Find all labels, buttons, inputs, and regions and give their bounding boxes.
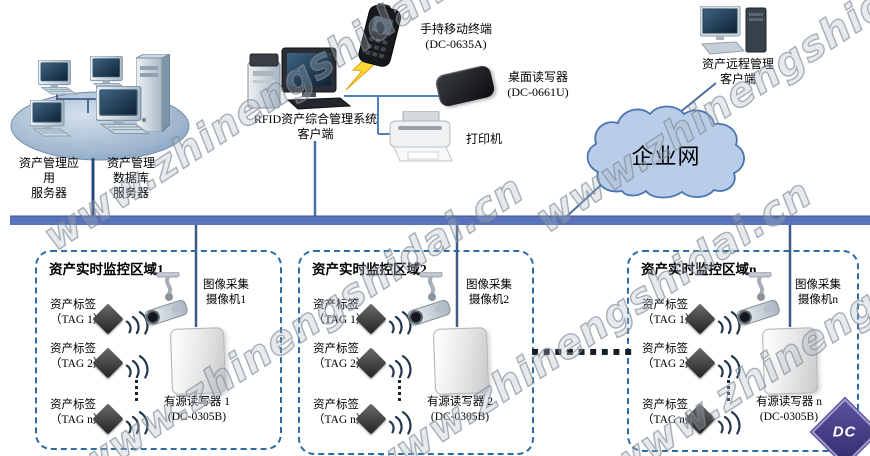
tag-row: 资产标签 （TAG 1） [629, 296, 857, 340]
desktop-reader-label: 桌面读写器 (DC-0661U) [507, 70, 569, 99]
dc-logo: DC [811, 398, 870, 456]
active-reader-label: 有源读写器 2 (DC-0305B) [426, 396, 494, 423]
handheld-label: 手持移动终端 (DC-0635A) [419, 22, 492, 51]
zone-monitor-area-1: 资产实时监控区域1 资产标签 （TAG 1） 资产标签 （TAG 2） 资产标签… [35, 250, 282, 450]
cloud-bus-link [565, 184, 602, 218]
radio-waves-icon [124, 353, 151, 383]
tag-row: 资产标签 （TAG 2） [629, 340, 857, 384]
zone-monitor-area-2: 资产实时监控区域2 资产标签 （TAG 1） 资产标签 （TAG 2） 资产标签… [298, 250, 534, 455]
radio-waves-icon [387, 353, 414, 383]
cctv-camera-icon [735, 272, 783, 328]
ellipsis-vertical [135, 380, 138, 404]
lan-links [56, 92, 120, 113]
tag-row: 资产标签 （TAG n） [629, 396, 857, 440]
zone-monitor-area-n: 资产实时监控区域n 资产标签 （TAG 1） 资产标签 （TAG 2） 资产标签… [627, 250, 859, 452]
cctv-camera-icon [406, 272, 454, 328]
active-reader-icon [432, 327, 490, 395]
dc-logo-diamond: DC [811, 398, 870, 456]
active-reader-label: 有源读写器 n (DC-0305B) [755, 396, 823, 423]
tag-row: 资产标签 （TAG 1） [300, 296, 532, 340]
camera-label: 图像采集 摄像机1 [203, 279, 249, 306]
active-reader-icon [761, 327, 819, 395]
client-label: RFID资产综合管理系统 客户端 [253, 112, 378, 141]
server-pc-icon [38, 60, 77, 95]
ellipsis-vertical [727, 380, 730, 404]
cctv-camera-icon [143, 272, 191, 328]
zone-title: 资产实时监控区域1 [49, 262, 164, 277]
camera-label: 图像采集 摄像机2 [466, 279, 512, 306]
tag-row: 资产标签 （TAG 2） [300, 340, 532, 384]
active-reader-icon [169, 327, 227, 395]
zone-separator-dots: ▪▪▪▪▪▪▪▪▪ [531, 344, 636, 358]
asset-tag-label: 资产标签 （TAG 2） [642, 343, 696, 370]
cloud-label: 企业网 [631, 144, 701, 169]
client-workstation-icon [247, 47, 351, 110]
asset-tag-label: 资产标签 （TAG 1） [313, 299, 367, 326]
enterprise-cloud [586, 105, 745, 199]
tag-row: 资产标签 （TAG 1） [37, 296, 280, 340]
network-bus [10, 216, 870, 225]
printer-label: 打印机 [465, 132, 502, 146]
zone-title: 资产实时监控区域2 [312, 262, 427, 277]
remote-client-label: 资产远程管理 客户端 [701, 57, 774, 86]
zone-bus-links [194, 225, 792, 327]
asset-tag-label: 资产标签 （TAG 2） [313, 343, 367, 370]
dc-logo-text: DC [833, 423, 857, 441]
server-pc-icon [96, 86, 150, 135]
tag-row: 资产标签 （TAG n） [37, 396, 280, 440]
ellipsis-vertical [398, 380, 401, 404]
tag-row: 资产标签 （TAG n） [300, 396, 532, 440]
remote-client-icon [700, 6, 767, 55]
active-reader-label: 有源读写器 1 (DC-0305B) [163, 396, 231, 423]
camera-label: 图像采集 摄像机n [795, 279, 841, 306]
db-server-label: 资产管理 数据库 服务器 [106, 156, 155, 200]
server-pc-icon [30, 100, 71, 137]
tag-row: 资产标签 （TAG 2） [37, 340, 280, 384]
app-server-label: 资产管理应 用 服务器 [18, 156, 79, 200]
radio-waves-icon [716, 353, 743, 383]
zone-title: 资产实时监控区域n [641, 262, 757, 277]
